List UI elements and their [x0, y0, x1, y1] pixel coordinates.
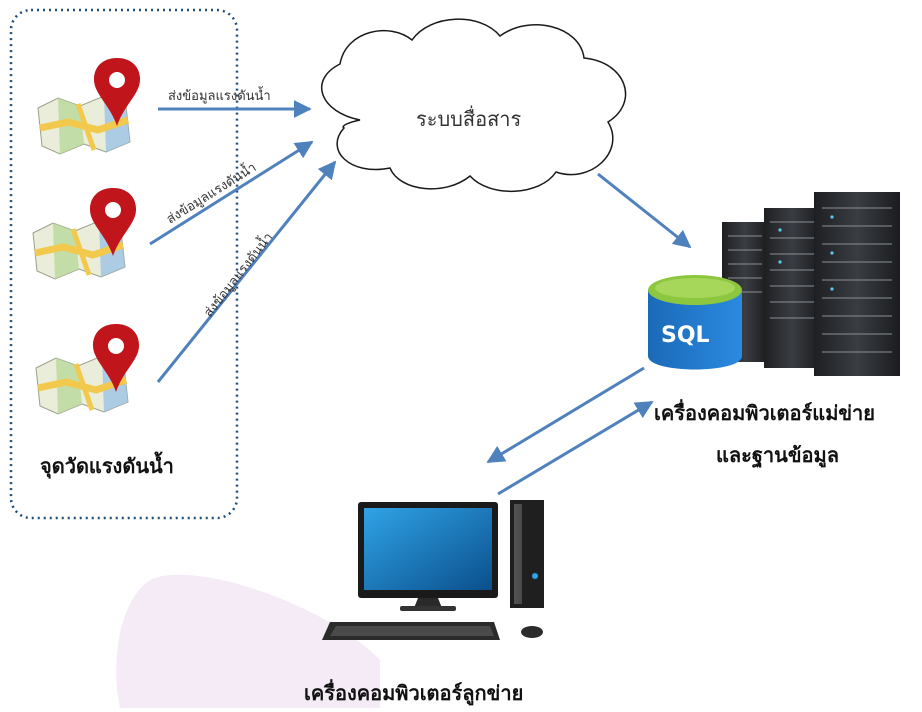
server-rack-icon	[722, 192, 900, 376]
sensor-group-label: จุดวัดแรงดันน้ำ	[40, 451, 174, 479]
edge-sensor2-network	[149, 140, 314, 246]
client-label: เครื่องคอมพิวเตอร์ลูกข่าย	[304, 678, 523, 707]
edge-label-2: ส่งข้อมูลแรงดันน้ำ	[163, 158, 260, 228]
edge-server-client	[486, 366, 645, 464]
server-label-line2: และฐานข้อมูล	[716, 443, 839, 469]
server-label-line1: เครื่องคอมพิวเตอร์แม่ข่าย	[654, 398, 875, 425]
sensor-group-frame	[9, 8, 239, 520]
sql-database-icon: SQL	[648, 275, 742, 370]
watermark-shape	[116, 574, 380, 708]
network-label: ระบบสื่อสาร	[416, 105, 522, 131]
desktop-computer-icon	[322, 500, 544, 640]
sensor-node-2	[33, 188, 137, 279]
edge-network-server	[597, 172, 692, 249]
network-cloud: ระบบสื่อสาร	[321, 18, 627, 193]
edge-client-server	[497, 400, 654, 496]
sensor-node-1	[38, 58, 141, 154]
sensor-node-3	[36, 324, 140, 414]
edge-sensor3-network	[156, 160, 337, 383]
cloud-icon	[321, 18, 627, 193]
edge-label-1: ส่งข้อมูลแรงดันน้ำ	[168, 86, 271, 104]
database-label: SQL	[661, 323, 710, 348]
